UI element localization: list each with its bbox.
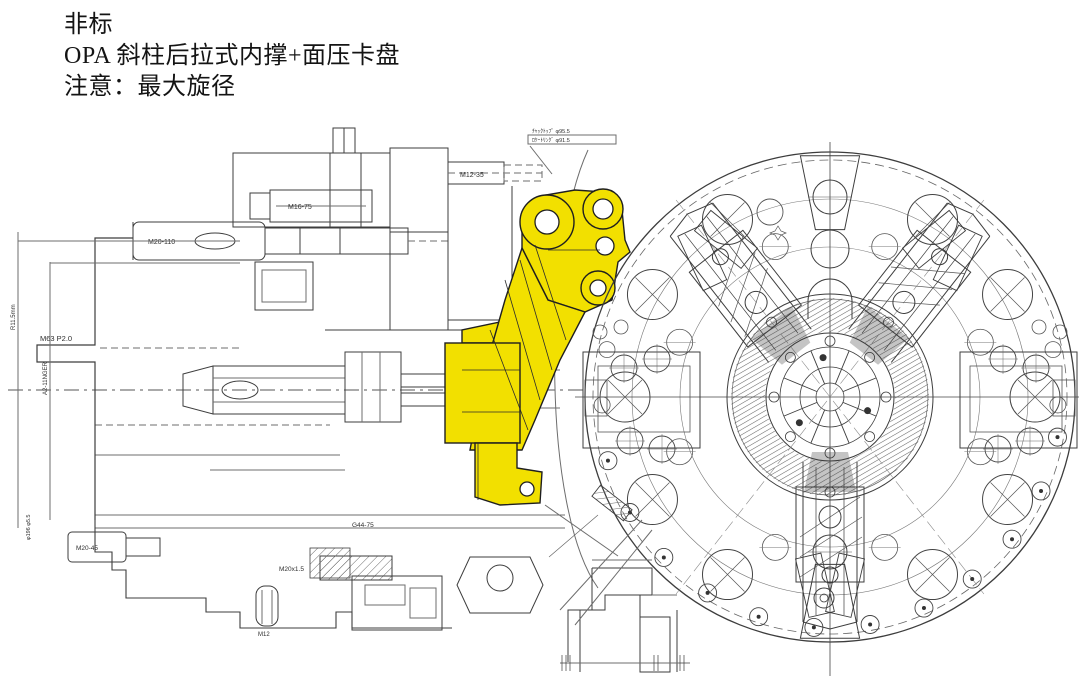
note-chuck-top: ﾁｬｯｸﾄｯﾌﾟ φ95.5 [532, 128, 570, 135]
title-line-2: OPA 斜柱后拉式内撑+面压卡盘 [64, 43, 401, 69]
highlighted-lever-assembly [444, 188, 631, 506]
title-line-1: 非标 [64, 12, 113, 38]
chuck-face-view [548, 142, 1079, 676]
dim-vert-bottom: φ196 φ5.5 [26, 515, 32, 540]
dim-vert-top: R11.5mm [11, 304, 17, 330]
label-m63: M63 P2.0 [40, 334, 72, 343]
label-m20-45: M20-45 [76, 545, 98, 552]
note-locator: ﾛｹｰﾄﾘﾝｸﾞ φ91.5 [532, 137, 570, 144]
label-m20x15: M20x1.5 [279, 566, 304, 573]
title-line-3: 注意：最大旋径 [64, 74, 236, 100]
label-m12: M12 [258, 632, 270, 638]
title-block: 非标 OPA 斜柱后拉式内撑+面压卡盘 注意：最大旋径 [64, 10, 400, 103]
label-m16-75: M16-75 [288, 204, 312, 211]
dim-spindle-nose: A2-11NGER [43, 361, 49, 395]
label-m20-110: M20-110 [148, 239, 175, 246]
detail-profile-view [559, 519, 690, 673]
label-m12-35: M12-35 [460, 172, 484, 179]
chuck-top-note: ﾁｬｯｸﾄｯﾌﾟ φ95.5 ﾛｹｰﾄﾘﾝｸﾞ φ91.5 [527, 128, 617, 175]
label-g44-75: G44-75 [352, 522, 374, 529]
